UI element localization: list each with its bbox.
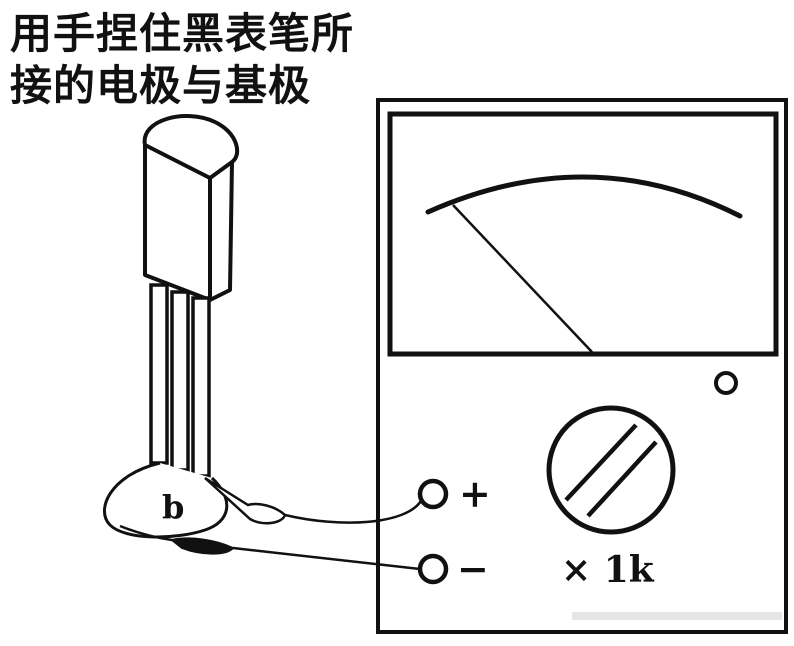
black-probe-wire xyxy=(232,546,421,571)
meter-display-window xyxy=(387,111,779,357)
transistor-top xyxy=(142,114,240,180)
transistor-legs xyxy=(149,283,211,478)
minus-label: − xyxy=(457,546,489,591)
pinching-fingers xyxy=(103,461,229,539)
meter-needle xyxy=(452,204,593,353)
minus-terminal[interactable] xyxy=(417,553,449,585)
range-label: × 1k xyxy=(561,549,655,591)
probe-leads xyxy=(119,476,423,571)
black-probe-tip xyxy=(169,537,235,555)
caption-line-1: 用手捏住黑表笔所 xyxy=(10,9,355,58)
range-selector-dial[interactable] xyxy=(546,405,676,535)
plus-label: + xyxy=(459,471,491,516)
transistor: b xyxy=(103,114,240,539)
red-probe-wire xyxy=(284,500,423,524)
caption: 用手捏住黑表笔所 接的电极与基极 xyxy=(10,8,354,112)
multimeter: + − × 1k xyxy=(376,98,788,634)
bottom-edge-mark xyxy=(572,612,782,620)
red-probe-tip xyxy=(204,476,287,525)
meter-scale-arc xyxy=(425,174,743,219)
base-pin-label: b xyxy=(162,488,184,526)
zero-adjust-knob[interactable] xyxy=(714,371,738,395)
caption-line-2: 接的电极与基极 xyxy=(10,61,312,110)
plus-terminal[interactable] xyxy=(417,478,449,510)
black-probe-lead-to-finger xyxy=(119,524,173,542)
